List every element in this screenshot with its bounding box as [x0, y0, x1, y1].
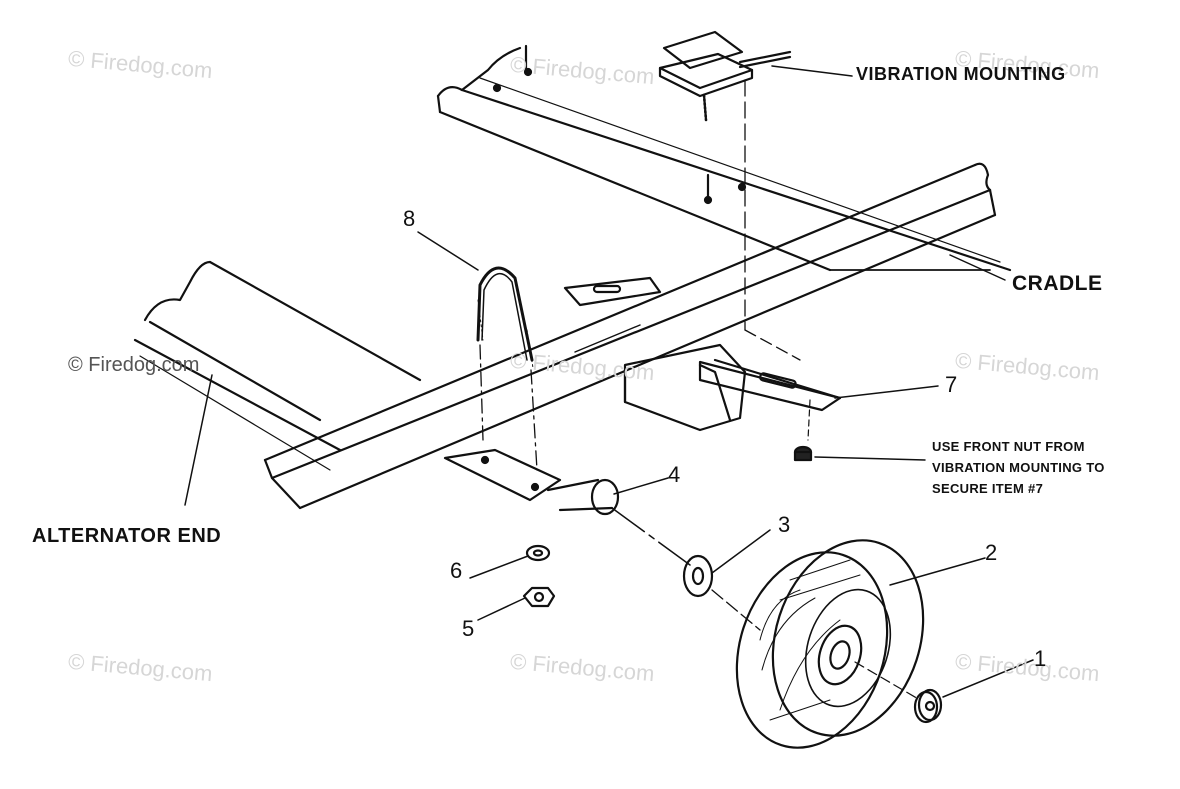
- cradle-front-rail: [263, 162, 997, 510]
- vibration-mount-part: [658, 30, 811, 441]
- hub-cap: [854, 661, 943, 724]
- wheel: [735, 539, 925, 749]
- note-line: USE FRONT NUT FROM: [932, 439, 1085, 454]
- lock-washer: [525, 544, 551, 562]
- callout-1: 1: [1034, 646, 1047, 671]
- callout-6: 6: [450, 558, 463, 583]
- callout-8: 8: [403, 206, 416, 231]
- callout-2: 2: [985, 540, 998, 565]
- note-line: SECURE ITEM #7: [932, 481, 1044, 496]
- leader-lines: [184, 65, 1034, 698]
- mounting-bracket: [563, 276, 842, 432]
- flat-washer: [682, 554, 761, 631]
- note-line: VIBRATION MOUNTING TO: [932, 460, 1105, 475]
- callout-4: 4: [668, 462, 681, 487]
- callout-7: 7: [945, 372, 958, 397]
- axle-plate: [443, 448, 562, 502]
- callout-3: 3: [778, 512, 791, 537]
- label-alternator-end: ALTERNATOR END: [32, 525, 222, 547]
- axle-tube: [546, 478, 691, 566]
- hex-nut: [522, 586, 556, 608]
- label-cradle: CRADLE: [1012, 272, 1103, 295]
- watermark: © Firedog.com: [68, 354, 200, 376]
- cradle-rear-rail: [436, 44, 1012, 272]
- label-vibration-mounting: VIBRATION MOUNTING: [856, 64, 1066, 84]
- u-bolt: [476, 266, 538, 471]
- front-nut: [793, 445, 813, 462]
- note-front-nut: USE FRONT NUT FROM VIBRATION MOUNTING TO…: [932, 436, 1105, 499]
- callout-5: 5: [462, 616, 475, 641]
- cradle-left-rail: [133, 260, 422, 471]
